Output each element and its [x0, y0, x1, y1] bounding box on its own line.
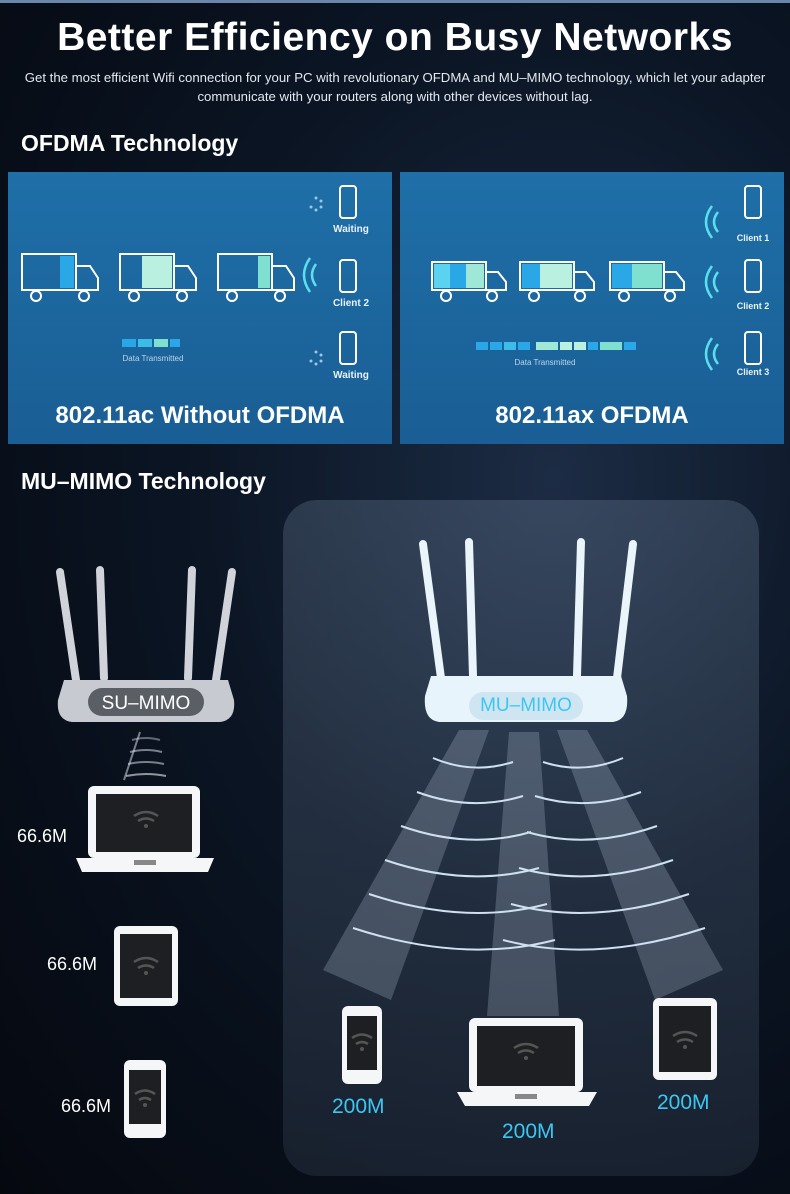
client-label: Client 2	[332, 298, 370, 309]
truck-icon	[21, 253, 99, 302]
su-speed-laptop: 66.6M	[17, 826, 68, 846]
tablet-icon	[653, 998, 717, 1080]
su-mimo-router-label: SU–MIMO	[101, 693, 191, 714]
router-antennas	[56, 566, 236, 684]
page-title: Better Efficiency on Busy Networks	[57, 16, 733, 59]
su-speed-phone: 66.6M	[61, 1096, 112, 1116]
client3-label: Client 3	[736, 367, 770, 377]
signal-beams	[323, 730, 723, 1016]
trucks-illustration-left	[21, 185, 357, 366]
ofdma-panel-without: Waiting Client 2 Waiting Data Transmitte…	[8, 172, 392, 444]
truck-icon	[431, 261, 507, 302]
trucks-illustration-right	[431, 185, 762, 371]
truck-icon	[119, 253, 197, 302]
su-speed-tablet: 66.6M	[47, 954, 98, 974]
mu-mimo-illustration	[323, 538, 723, 1106]
data-transmitted-label: Data Transmitted	[122, 354, 184, 363]
client2-label: Client 2	[736, 301, 770, 311]
phone-icon	[342, 1006, 382, 1084]
truck-icon	[519, 261, 595, 302]
mu-speed-phone: 200M	[332, 1095, 385, 1118]
mu-mimo-router-label: MU–MIMO	[480, 695, 572, 716]
ofdma-panel-with: Client 1 Client 2 Client 3 Data Transmit…	[400, 172, 784, 444]
mu-speed-laptop: 200M	[502, 1120, 555, 1143]
mumimo-heading: MU–MIMO Technology	[21, 468, 266, 494]
router-antennas	[419, 538, 637, 682]
waiting-label-bottom: Waiting	[333, 370, 369, 381]
panel-caption-without: 802.11ac Without OFDMA	[55, 402, 345, 429]
data-transmitted-label: Data Transmitted	[514, 358, 576, 367]
tablet-icon	[114, 926, 178, 1006]
page-subtitle: Get the most efficient Wifi connection f…	[24, 70, 766, 104]
mu-speed-tablet: 200M	[657, 1091, 710, 1114]
waiting-label-top: Waiting	[333, 224, 369, 235]
laptop-icon	[457, 1018, 597, 1106]
top-divider	[0, 0, 790, 3]
truck-icon	[217, 253, 295, 302]
truck-icon	[609, 261, 685, 302]
panel-caption-with: 802.11ax OFDMA	[495, 402, 689, 429]
ofdma-heading: OFDMA Technology	[21, 130, 239, 156]
phone-icon	[124, 1060, 166, 1138]
signal-beam	[123, 731, 167, 781]
laptop-icon	[76, 786, 214, 872]
client1-label: Client 1	[736, 233, 770, 243]
su-mimo-illustration	[56, 566, 236, 1138]
signal-waves	[352, 757, 706, 951]
